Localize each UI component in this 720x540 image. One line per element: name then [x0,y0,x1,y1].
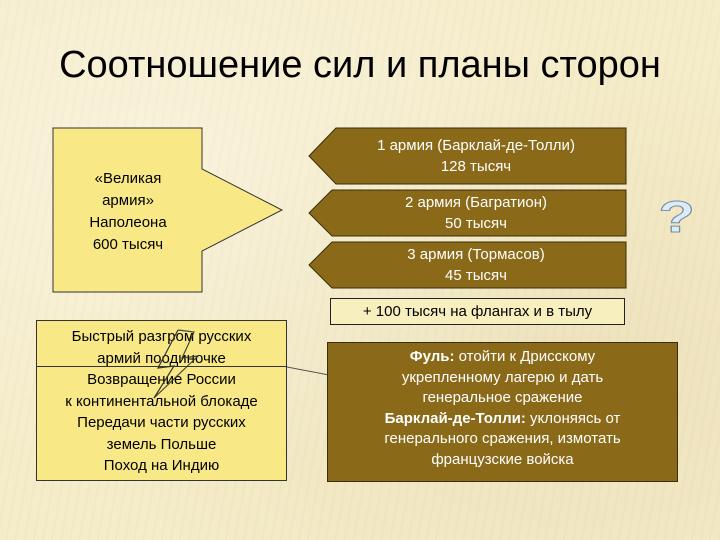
plans-divider [36,366,287,367]
napoleon-army-label: «Великая армия» Наполеона 600 тысяч [56,168,200,256]
question-mark-glyph: ? [658,193,694,240]
plan-text: отойти к Дрисскому [454,348,596,365]
napoleon-plans-box: Быстрый разгром русских армий поодиночке… [36,320,287,481]
plan-text: генерального сражения, измотать [384,430,621,448]
plan-line: к континентальной блокаде [65,392,258,410]
plan-line: армий поодиночке [97,349,226,367]
army-2-label: 2 армия (Багратион) 50 тысяч [330,192,622,234]
plan-text: уклоняясь от [525,409,621,427]
flanks-note: + 100 тысяч на флангах и в тылу [330,298,625,325]
russian-plans-box: Фуль: отойти к Дрисскому укрепленному ла… [327,342,678,482]
army-size: 45 тысяч [445,267,507,284]
army-2-shape [308,189,627,237]
napoleon-army-line: 600 тысяч [92,236,164,253]
army-3-shape [308,241,627,289]
plan-line: Возвращение России [87,371,236,388]
person-name: Барклай-де-Толли: [384,409,526,427]
napoleon-army-arrow [52,127,284,293]
connector-line [287,366,329,376]
napoleon-army-line: армия» [102,192,154,209]
question-mark-icon: ? [658,192,695,240]
army-1-shape [308,127,627,185]
army-name: 1 армия (Барклай-де-Толли) [377,137,575,154]
army-name: 2 армия (Багратион) [404,194,548,211]
plan-line: Поход на Индию [103,457,220,474]
plan-line: земель Польше [106,435,217,453]
plan-text: генеральное сражение [422,389,583,407]
napoleon-army-line: Наполеона [89,214,167,231]
plan-line: Передачи части русских [77,414,246,431]
army-size: 50 тысяч [445,215,507,232]
army-size: 128 тысяч [440,158,512,175]
lightning-bolt-icon [153,329,200,399]
army-1-label: 1 армия (Барклай-де-Толли) 128 тысяч [330,135,622,177]
plan-line: Быстрый разгром русских [71,328,252,345]
plan-text: французские войска [431,450,574,468]
napoleon-army-line: «Великая [94,170,162,187]
person-name: Фуль: [409,348,455,365]
army-name: 3 армия (Тормасов) [407,246,545,263]
plan-text: укрепленному лагерю и дать [401,368,604,386]
slide-title: Соотношение сил и планы сторон [59,44,661,86]
army-3-label: 3 армия (Тормасов) 45 тысяч [330,244,622,286]
